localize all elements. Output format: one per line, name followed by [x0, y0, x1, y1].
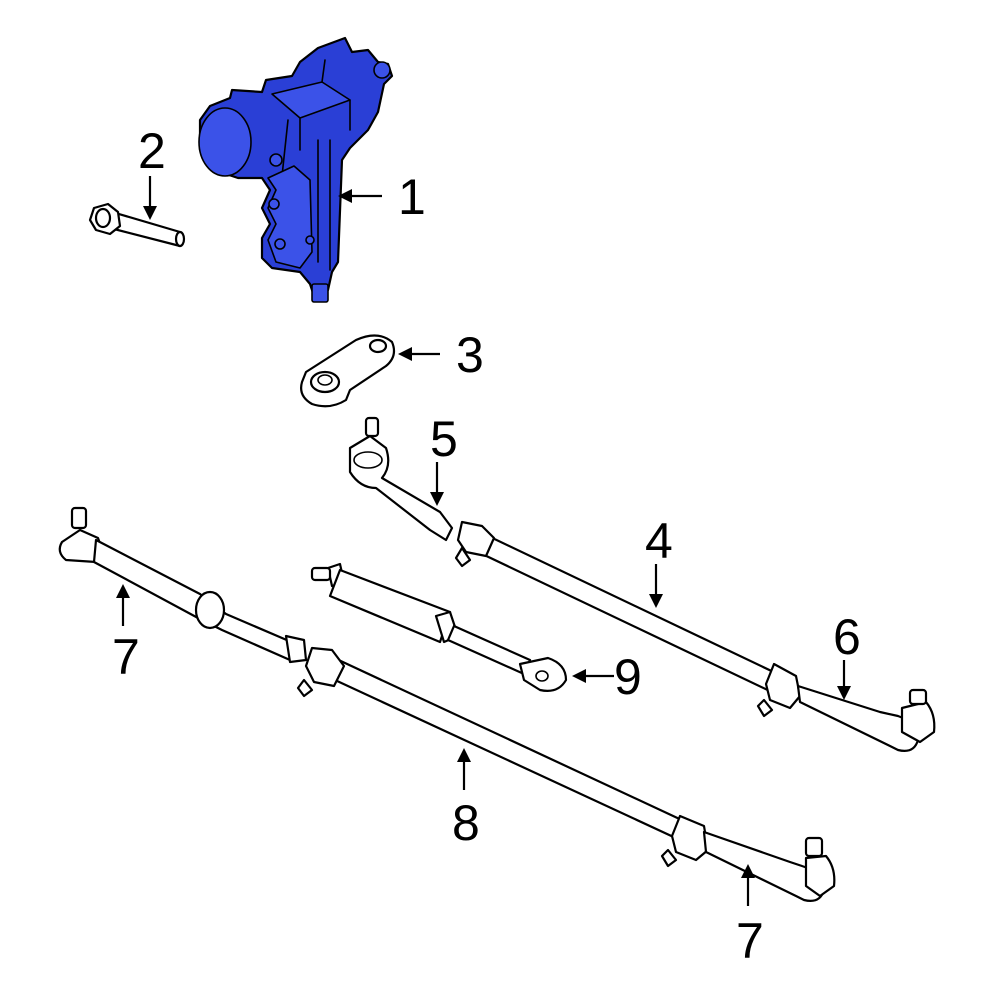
callout-7b: 7	[736, 913, 764, 969]
callout-4: 4	[645, 513, 673, 569]
leader-1	[338, 189, 382, 203]
drag-link[interactable]	[296, 646, 710, 868]
steering-gear-box[interactable]	[198, 36, 394, 303]
callout-6: 6	[833, 609, 861, 665]
tie-rod-end-upper-left[interactable]	[348, 416, 454, 542]
leader-9	[572, 669, 614, 683]
steering-damper[interactable]	[310, 562, 568, 692]
leader-3	[398, 347, 440, 361]
callout-8: 8	[452, 795, 480, 851]
tie-rod-end-upper-right[interactable]	[796, 684, 936, 752]
mounting-bolt[interactable]	[88, 202, 186, 248]
callout-9: 9	[614, 649, 642, 705]
callout-2: 2	[138, 123, 166, 179]
leader-6	[837, 660, 851, 700]
leader-2	[143, 176, 157, 220]
callout-1: 1	[398, 169, 426, 225]
leader-4	[649, 564, 663, 608]
leader-7a	[116, 584, 130, 626]
tie-rod-end-lower-left[interactable]	[58, 506, 308, 664]
callout-5: 5	[430, 411, 458, 467]
leader-7b	[741, 864, 755, 906]
leader-5	[430, 462, 444, 506]
callout-3: 3	[456, 327, 484, 383]
callout-7a: 7	[112, 629, 140, 685]
tie-rod-upper[interactable]	[454, 520, 802, 718]
pitman-arm[interactable]	[300, 334, 396, 408]
leader-8	[457, 748, 471, 790]
tie-rod-end-lower-right[interactable]	[702, 830, 836, 902]
